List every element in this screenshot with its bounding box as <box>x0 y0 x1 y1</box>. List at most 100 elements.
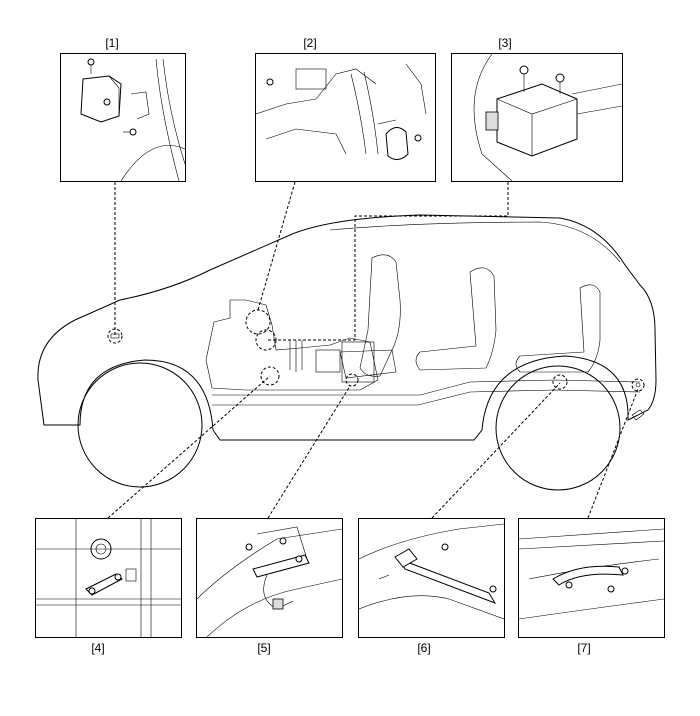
location-marker-4 <box>260 366 280 386</box>
location-marker-7-dot <box>635 382 641 388</box>
bolt-icon <box>279 537 287 545</box>
steering-column-illustration <box>256 63 427 160</box>
airbag-module-illustration <box>80 58 185 181</box>
location-marker-1-part <box>110 333 120 339</box>
floor-rail-2 <box>576 105 622 115</box>
detail-panel-1 <box>60 53 186 182</box>
detail-panel-2 <box>255 53 436 182</box>
bolt-icon <box>441 543 449 551</box>
bolt-icon <box>114 573 122 581</box>
leader-line-2 <box>257 181 296 311</box>
leader-line-7 <box>587 388 639 519</box>
bolt-icon <box>87 58 95 66</box>
wheel-arch <box>120 145 185 181</box>
floor-rail <box>571 83 622 95</box>
sensor-bracket <box>397 558 497 604</box>
sensor-part <box>252 554 310 578</box>
control-unit-edges <box>496 98 578 156</box>
connector-icon <box>485 111 499 131</box>
sensor-part <box>394 548 418 568</box>
sensor-mount-illustration-4 <box>36 519 181 637</box>
callout-label-1: [1] <box>105 36 119 50</box>
callout-label-7: [7] <box>577 641 591 655</box>
bolt-icon <box>266 78 274 86</box>
bolt-icon <box>565 581 573 589</box>
rear-hitch <box>631 409 645 421</box>
rear-wheel <box>495 365 621 491</box>
bolt-icon <box>414 134 422 142</box>
detail-panel-3 <box>451 53 623 182</box>
location-marker-2 <box>245 309 271 335</box>
floor-contour-2 <box>359 595 504 620</box>
leader-line-5 <box>267 385 351 519</box>
leader-line-4 <box>107 375 271 519</box>
front-wheel <box>77 362 203 488</box>
rear-seat-1 <box>415 267 497 371</box>
bolt-icon <box>607 585 615 593</box>
console-block-2 <box>341 341 375 383</box>
sensor-bracket <box>377 119 397 125</box>
sensor-mount-illustration-6 <box>359 523 504 620</box>
location-marker-3 <box>255 329 277 351</box>
floor-contour-2 <box>206 578 342 637</box>
rear-panel-line-4 <box>519 598 664 620</box>
callout-label-4: [4] <box>91 641 105 655</box>
control-unit-box <box>496 83 578 157</box>
callout-label-3: [3] <box>498 36 512 50</box>
sensor-part <box>552 565 624 586</box>
bolt-icon <box>88 587 96 595</box>
location-marker-6 <box>552 374 568 390</box>
detail-panel-4 <box>35 518 182 638</box>
location-marker-5 <box>345 373 359 387</box>
location-marker-1 <box>107 328 123 344</box>
module-edge <box>108 75 120 116</box>
nut-icon <box>555 73 565 83</box>
connector-icon <box>125 568 137 582</box>
rear-panel-line <box>519 528 664 540</box>
bolt-icon <box>621 567 629 575</box>
floor-contour <box>359 523 504 560</box>
rear-panel-line-2 <box>519 540 664 550</box>
floor-line <box>212 379 641 396</box>
window-line <box>329 221 621 263</box>
sensor-part <box>385 127 409 160</box>
floor-line-2 <box>212 389 641 406</box>
detail-panel-6 <box>358 518 505 638</box>
sensor-mount-illustration-7 <box>519 528 664 620</box>
column-line-2 <box>363 71 379 155</box>
callout-label-2: [2] <box>303 36 317 50</box>
bolt-icon <box>129 128 137 136</box>
bracket <box>130 91 150 120</box>
callout-label-5: [5] <box>257 641 271 655</box>
detail-panel-7 <box>518 518 665 638</box>
tunnel-line <box>256 526 308 560</box>
nut-icon <box>519 65 529 75</box>
console-block <box>315 349 341 373</box>
steering-shaft-inner <box>95 543 107 555</box>
front-seat-cushion <box>339 349 397 379</box>
harness-line <box>473 54 513 181</box>
bolt-icon <box>489 585 497 593</box>
frame-line <box>256 68 377 115</box>
steering-shaft <box>90 538 112 560</box>
leader-line-6 <box>431 382 561 519</box>
frame-line-3 <box>405 63 427 115</box>
location-marker-7 <box>631 378 645 392</box>
control-unit-illustration <box>473 54 622 181</box>
front-seat <box>359 254 401 377</box>
bolt-icon <box>295 555 303 563</box>
detail-panel-5 <box>196 518 343 638</box>
connector-icon <box>272 598 284 610</box>
column-line <box>350 73 367 155</box>
rear-seat-2 <box>515 284 601 373</box>
wire-end <box>378 574 390 580</box>
pillar-line-2 <box>162 58 185 165</box>
dashboard <box>205 299 379 391</box>
frame-line-2 <box>265 128 347 155</box>
leader-line-3 <box>266 182 509 341</box>
car-body-outline <box>37 214 657 441</box>
floor-contour <box>197 528 342 600</box>
pillar-line <box>155 58 180 181</box>
switch-block <box>295 68 327 90</box>
